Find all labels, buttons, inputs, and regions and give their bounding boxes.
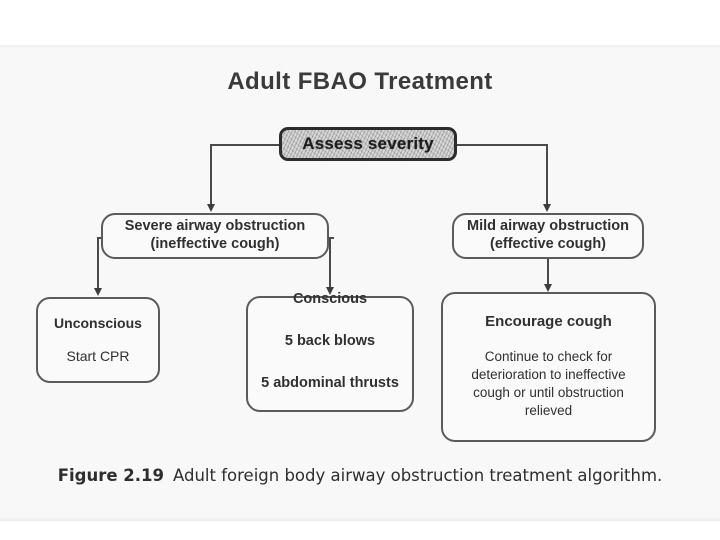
node-encourage-cough[interactable]: Encourage cough Continue to check for de…: [441, 292, 656, 442]
figure-caption-text: Adult foreign body airway obstruction tr…: [172, 466, 663, 485]
figure-title: Adult FBAO Treatment: [227, 68, 493, 95]
node-severe-subheader: (ineffective cough): [150, 236, 280, 252]
node-unconscious[interactable]: Unconscious Start CPR: [36, 297, 160, 383]
edge-assess-to-severe-horizontal: [210, 144, 281, 146]
scan-top-margin: [0, 0, 720, 46]
node-conscious-body-line-2: 5 abdominal thrusts: [261, 374, 399, 391]
edge-assess-to-mild-arrowhead: [543, 204, 551, 212]
node-assess-severity[interactable]: Assess severity: [279, 127, 457, 161]
edge-assess-to-severe-vertical: [210, 144, 212, 205]
edge-assess-to-severe-arrowhead: [207, 204, 215, 212]
node-severe-header: Severe airway obstruction: [124, 218, 306, 235]
node-encourage-header: Encourage cough: [485, 313, 612, 331]
scan-top-edge: [0, 45, 720, 48]
node-conscious-header: Conscious: [292, 291, 368, 308]
edge-severe-to-unconscious-vertical: [97, 237, 99, 289]
scan-bottom-margin: [0, 521, 720, 540]
node-unconscious-body: Start CPR: [66, 348, 130, 364]
figure-caption-label: Figure 2.19: [57, 466, 164, 485]
edge-severe-to-conscious-vertical: [329, 237, 331, 288]
edge-severe-to-unconscious-arrowhead: [94, 288, 102, 296]
node-conscious[interactable]: Conscious 5 back blows 5 abdominal thrus…: [246, 291, 414, 412]
node-mild-header: Mild airway obstruction: [467, 218, 629, 235]
edge-assess-to-mild-vertical: [546, 144, 548, 205]
node-unconscious-header: Unconscious: [54, 314, 142, 331]
node-conscious-body-line-1: 5 back blows: [284, 333, 376, 350]
node-assess-severity-label: Assess severity: [302, 133, 434, 153]
node-severe-airway-obstruction[interactable]: Severe airway obstruction (ineffective c…: [101, 213, 329, 259]
edge-mild-to-encourage-vertical: [547, 259, 549, 287]
node-encourage-body: Continue to check for deterioration to i…: [471, 348, 626, 419]
node-mild-subheader: (effective cough): [489, 236, 606, 252]
figure-caption: Figure 2.19 Adult foreign body airway obs…: [0, 466, 720, 485]
edge-severe-to-conscious-arrowhead: [326, 287, 334, 295]
page-paper: [0, 48, 720, 519]
edge-assess-to-mild-horizontal: [456, 144, 548, 146]
edge-mild-to-encourage-arrowhead: [544, 284, 552, 292]
scan-bottom-edge: [0, 518, 720, 521]
node-mild-airway-obstruction[interactable]: Mild airway obstruction (effective cough…: [452, 213, 644, 259]
